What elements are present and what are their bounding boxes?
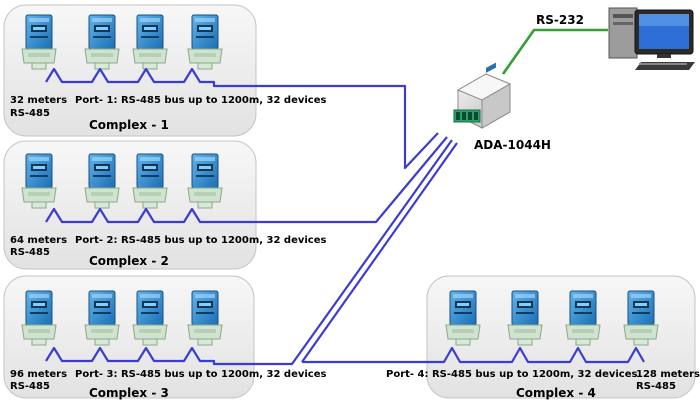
bus-line-complex-1 <box>45 67 439 170</box>
complex-1-length: 32 meters <box>10 95 67 106</box>
complex-2-port-label: Port- 2: RS-485 bus up to 1200m, 32 devi… <box>75 235 327 246</box>
rs232-label: RS-232 <box>536 13 584 27</box>
energy-meter-icon <box>187 153 223 209</box>
bus-line-complex-3 <box>45 139 453 366</box>
converter-label: ADA-1044H <box>474 138 551 152</box>
energy-meter-icon <box>21 290 57 346</box>
complex-4-port-label: Port- 4: RS-485 bus up to 1200m, 32 devi… <box>386 369 638 380</box>
energy-meter-icon <box>187 14 223 70</box>
energy-meter-icon <box>21 153 57 209</box>
complex-3-bus: RS-485 <box>10 381 50 392</box>
converter-module-icon <box>453 62 512 129</box>
energy-meter-icon <box>132 14 168 70</box>
energy-meter-icon <box>132 290 168 346</box>
complex-2-name: Complex - 2 <box>89 254 169 268</box>
bus-line-complex-4 <box>301 142 458 363</box>
complex-2-bus: RS-485 <box>10 247 50 258</box>
rs232-line <box>501 28 608 75</box>
energy-meter-icon <box>132 153 168 209</box>
complex-1-bus: RS-485 <box>10 108 50 119</box>
energy-meter-icon <box>84 290 120 346</box>
bus-line-complex-2 <box>45 136 448 224</box>
bus-line-complex-4-return <box>302 346 645 364</box>
meter-group <box>21 14 659 346</box>
complex-4-bus: RS-485 <box>636 381 676 392</box>
complex-3-length: 96 meters <box>10 369 67 380</box>
desktop-computer-icon <box>608 7 695 70</box>
energy-meter-icon <box>187 290 223 346</box>
energy-meter-icon <box>84 153 120 209</box>
complex-1-name: Complex - 1 <box>89 118 169 132</box>
complex-3-name: Complex - 3 <box>89 386 169 400</box>
energy-meter-icon <box>445 290 481 346</box>
energy-meter-icon <box>84 14 120 70</box>
energy-meter-icon <box>565 290 601 346</box>
complex-1-port-label: Port- 1: RS-485 bus up to 1200m, 32 devi… <box>75 95 327 106</box>
complex-4-name: Complex - 4 <box>516 386 596 400</box>
complex-3-port-label: Port- 3: RS-485 bus up to 1200m, 32 devi… <box>75 369 327 380</box>
energy-meter-icon <box>21 14 57 70</box>
complex-2-length: 64 meters <box>10 235 67 246</box>
complex-4-length: 128 meters <box>636 369 700 380</box>
energy-meter-icon <box>623 290 659 346</box>
energy-meter-icon <box>507 290 543 346</box>
